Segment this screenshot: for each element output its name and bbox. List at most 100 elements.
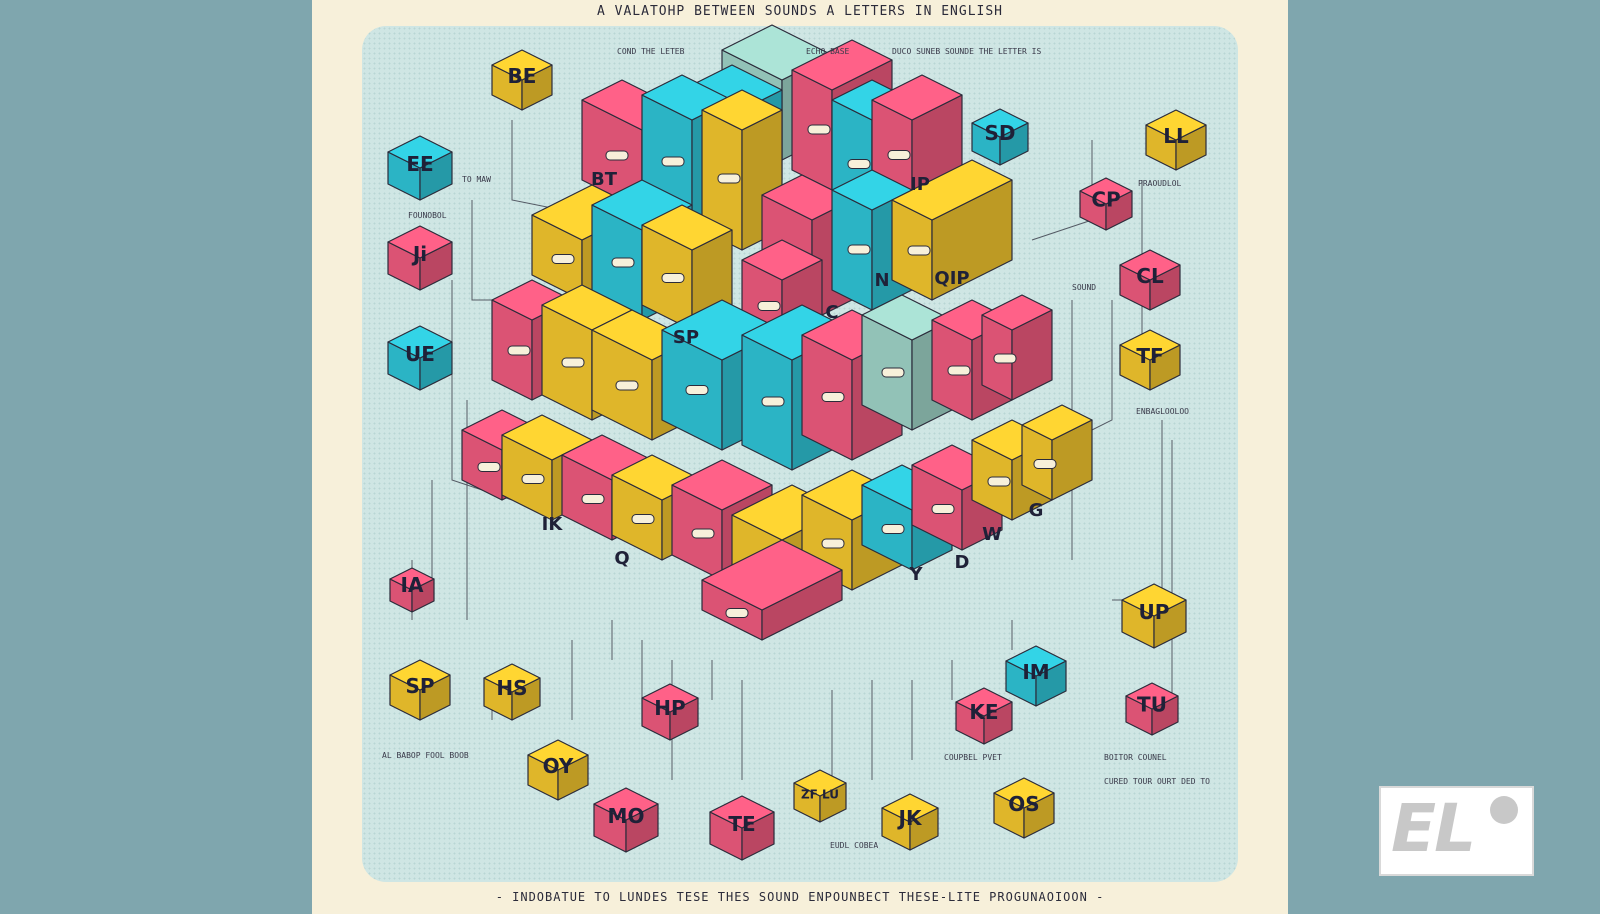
block-top-face bbox=[641, 683, 699, 713]
letter-cube-left-label: Ji bbox=[411, 242, 427, 266]
block-tag bbox=[881, 524, 905, 534]
letter-cube-bottom: OS bbox=[993, 777, 1055, 839]
block-top-face bbox=[1121, 583, 1187, 617]
block-tag bbox=[661, 273, 685, 283]
block-tag bbox=[507, 345, 531, 356]
tower-letter-label: BT bbox=[591, 169, 618, 190]
caption-bottom-mid-2: EUDL COBEA bbox=[830, 841, 878, 850]
block-top-face bbox=[955, 687, 1013, 717]
block-top-face bbox=[1125, 682, 1179, 710]
tower-block bbox=[701, 539, 843, 641]
tower-letter-label: N bbox=[874, 270, 889, 291]
block-top-face bbox=[1145, 109, 1207, 141]
letter-cube-right-label: LL bbox=[1163, 124, 1189, 148]
letter-cube-right-label: UP bbox=[1139, 600, 1170, 624]
block-tag bbox=[757, 301, 781, 311]
block-top-face bbox=[981, 294, 1053, 331]
block-top-face bbox=[741, 239, 823, 281]
block-tag bbox=[821, 392, 845, 402]
caption-right-3: BOITOR COUNEL bbox=[1104, 753, 1167, 762]
tower-block bbox=[641, 204, 733, 331]
poster: A VALATOHP BETWEEN SOUNDS A LETTERS IN E… bbox=[312, 0, 1288, 914]
letter-cube-bottom: MO bbox=[593, 787, 659, 853]
letter-cube-bottom-label: MO bbox=[608, 804, 645, 828]
block-top-face bbox=[1021, 404, 1093, 441]
block-top-face bbox=[701, 539, 843, 611]
block-top-face bbox=[389, 659, 451, 691]
block-top-face bbox=[641, 204, 733, 251]
block-tag bbox=[931, 504, 955, 514]
block-tag bbox=[807, 124, 831, 135]
poster-title: A VALATOHP BETWEEN SOUNDS A LETTERS IN E… bbox=[596, 4, 1004, 19]
letter-cube-right: SD bbox=[971, 108, 1029, 166]
logo-dot-icon bbox=[1490, 796, 1518, 824]
block-top-face bbox=[1079, 177, 1133, 205]
letter-cube-bottom: TE bbox=[709, 795, 775, 861]
block-tag bbox=[631, 514, 655, 524]
caption-left-2: FOUNOBOL bbox=[408, 211, 447, 220]
block-top-face bbox=[871, 74, 963, 121]
letter-cube-right: UP bbox=[1121, 583, 1187, 649]
letter-cube-bottom-label: OS bbox=[1008, 792, 1039, 816]
block-top-face bbox=[527, 739, 589, 771]
block-tag bbox=[605, 150, 629, 161]
caption-bottom-left: AL BABOP FOOL BOOB bbox=[382, 751, 469, 760]
tower-letter-label: Q bbox=[614, 548, 629, 569]
letter-cube-left-label: BE bbox=[508, 64, 537, 88]
letter-cube-right-label: CL bbox=[1136, 264, 1164, 288]
block-top-face bbox=[709, 795, 775, 829]
block-top-face bbox=[701, 89, 783, 131]
block-tag bbox=[993, 353, 1017, 364]
tower-letter-label: IP bbox=[910, 174, 930, 195]
block-tag bbox=[685, 385, 709, 395]
block-top-face bbox=[1005, 645, 1067, 677]
letter-cube-left: BE bbox=[491, 49, 553, 111]
block-top-face bbox=[387, 225, 453, 259]
block-top-face bbox=[593, 787, 659, 821]
block-tag bbox=[551, 254, 575, 264]
block-tag bbox=[615, 380, 639, 391]
caption-right-2: SOUND bbox=[1072, 283, 1096, 292]
block-tag bbox=[1033, 459, 1057, 469]
letter-cube-right: TF bbox=[1119, 329, 1181, 391]
block-tag bbox=[947, 365, 971, 376]
letter-cube-right: TU bbox=[1125, 682, 1179, 736]
letter-cube-right-label: SD bbox=[984, 121, 1015, 145]
letter-cube-left: IA bbox=[389, 567, 435, 613]
caption-top-left: COND THE LETEB bbox=[617, 47, 685, 56]
caption-top-mid: ECHO BASE bbox=[806, 47, 850, 56]
block-tag bbox=[887, 150, 911, 160]
letter-cube-right: CP bbox=[1079, 177, 1133, 231]
watermark-logo: EL bbox=[1379, 786, 1534, 876]
caption-right-1: PRAOUDLOL bbox=[1138, 179, 1182, 188]
block-tag bbox=[581, 494, 605, 504]
letter-cube-bottom: HS bbox=[483, 663, 541, 721]
logo-text: EL bbox=[1391, 790, 1476, 867]
block-top-face bbox=[1119, 249, 1181, 281]
tower-block bbox=[981, 294, 1053, 401]
letter-cube-left-label: EE bbox=[406, 152, 433, 176]
tower-block bbox=[1021, 404, 1093, 501]
letter-cube-bottom: ZF LU bbox=[793, 769, 847, 823]
letter-cube-bottom-label: JK bbox=[897, 806, 923, 830]
block-tag bbox=[725, 608, 749, 618]
letter-cube-right-label: CP bbox=[1091, 188, 1120, 212]
tower-letter-label: SP bbox=[673, 327, 699, 348]
block-top-face bbox=[389, 567, 435, 591]
block-tag bbox=[881, 367, 905, 378]
block-top-face bbox=[483, 663, 541, 693]
block-tag bbox=[521, 474, 545, 484]
letter-cube-left-label: IA bbox=[401, 573, 424, 597]
tower-letter-label: W bbox=[982, 524, 1002, 545]
block-top-face bbox=[993, 777, 1055, 809]
letter-cube-left-label: UE bbox=[405, 342, 435, 366]
letter-cube-left-label: SP bbox=[405, 674, 434, 698]
letter-cube-bottom-label: TE bbox=[728, 812, 755, 836]
letter-cube-bottom: JK bbox=[881, 793, 939, 851]
block-tag bbox=[907, 245, 931, 256]
block-tag bbox=[717, 173, 741, 184]
block-top-face bbox=[1119, 329, 1181, 361]
letter-cube-bottom-label: HP bbox=[654, 696, 685, 720]
